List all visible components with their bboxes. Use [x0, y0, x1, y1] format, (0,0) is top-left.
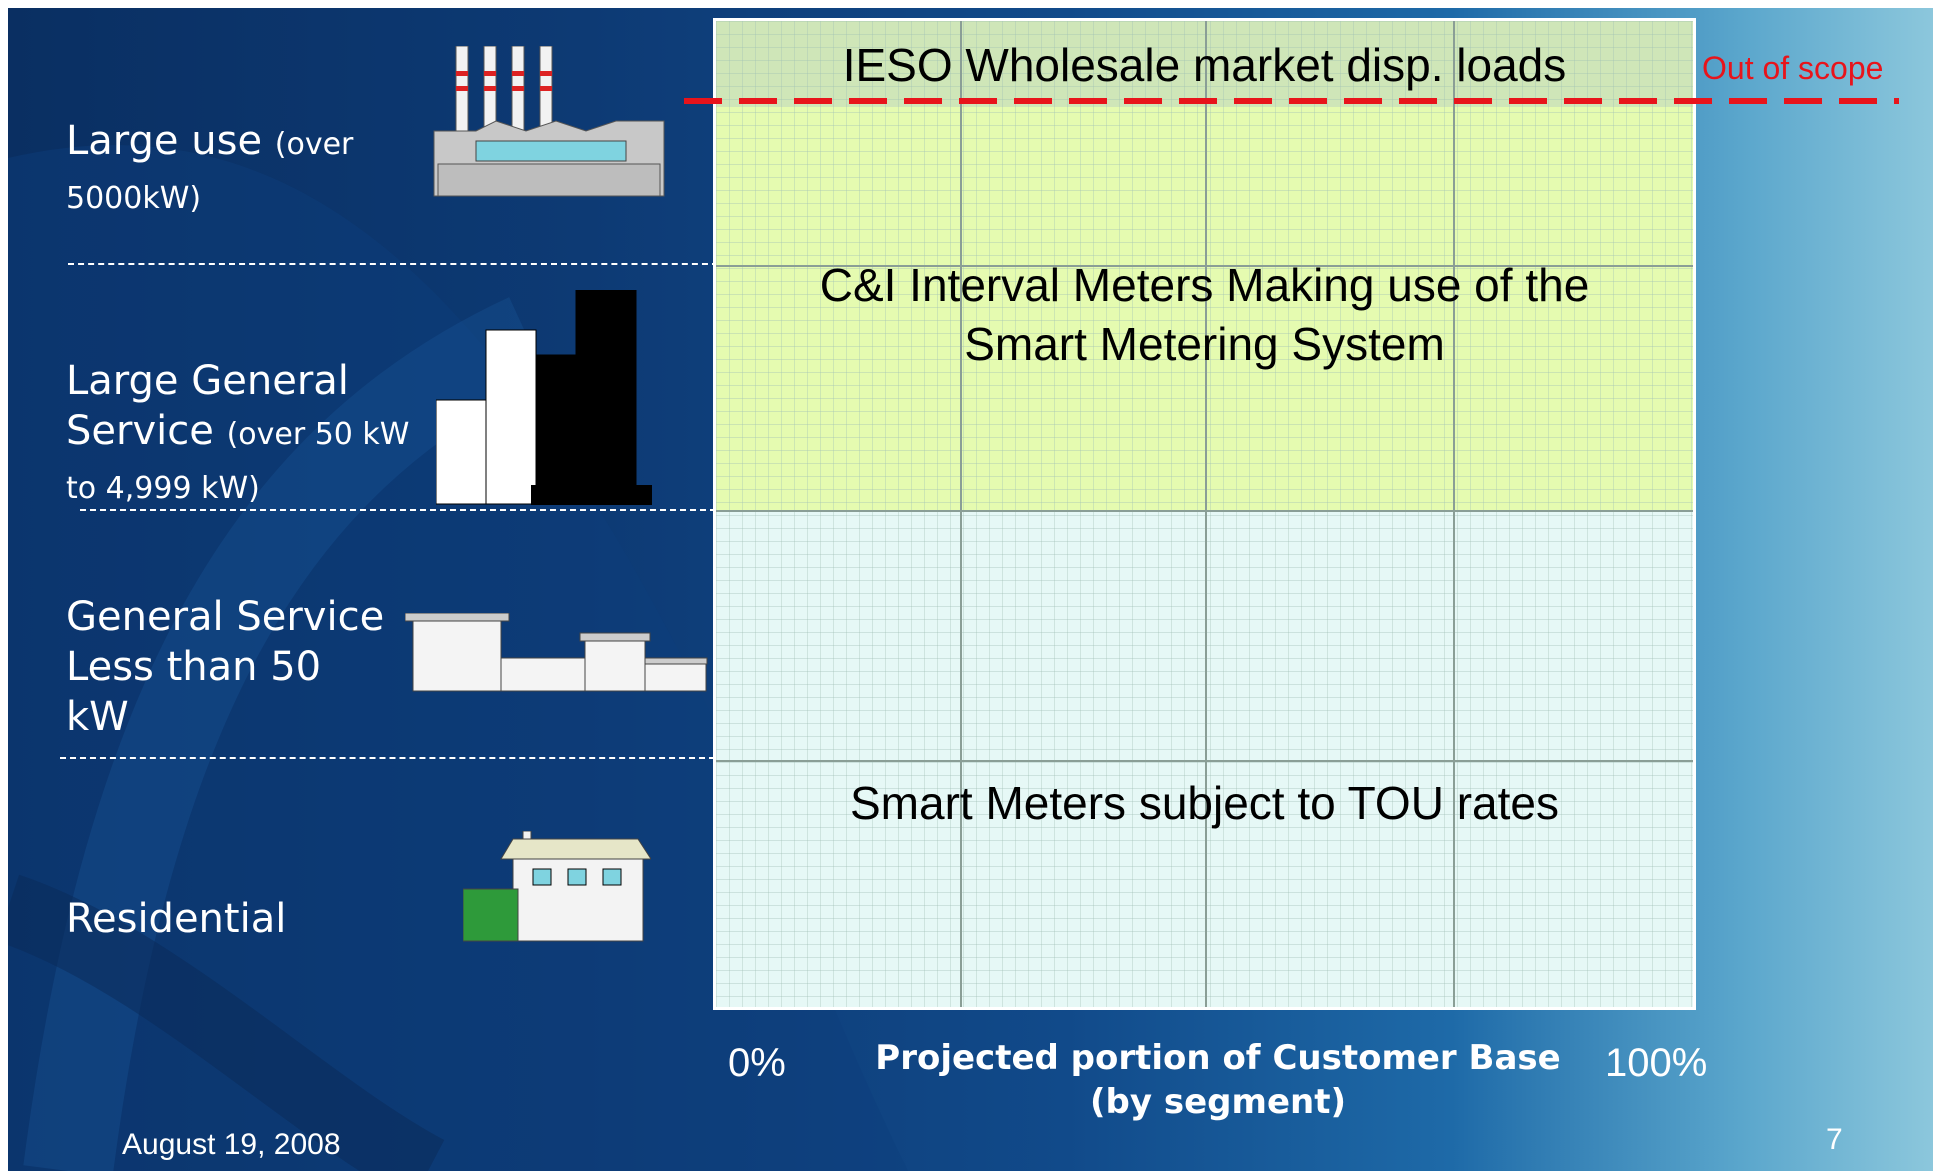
segment-grid: IESO Wholesale market disp. loads C&I In…	[713, 18, 1696, 1010]
slide: Large use (over 5000kW) Large General Se…	[8, 8, 1933, 1171]
segment-large-general-service: Large General Service (over 50 kW to 4,9…	[66, 356, 426, 514]
segment-detail: (over 5000kW)	[66, 127, 354, 216]
scope-boundary-line	[684, 98, 1899, 104]
segment-residential: Residential	[66, 894, 366, 944]
house-icon	[463, 831, 651, 942]
segment-name: General Service Less than 50 kW	[66, 594, 385, 740]
wholesale-label: IESO Wholesale market disp. loads	[842, 39, 1567, 91]
office-buildings-icon	[436, 290, 652, 505]
smart-meter-label: Smart Meters subject to TOU rates	[850, 777, 1559, 829]
axis-title-line2: (by segment)	[1090, 1082, 1346, 1122]
factory-icon	[433, 46, 665, 197]
segment-detail: (over 50 kW to 4,999 kW)	[66, 417, 410, 506]
out-of-scope-label: Out of scope	[1702, 50, 1884, 86]
segment-name: Residential	[66, 896, 287, 942]
divider-line	[68, 263, 718, 265]
commercial-building-icon	[405, 613, 708, 692]
interval-meter-label-line1: C&I Interval Meters Making use of the	[819, 259, 1590, 311]
segment-name: Large use	[66, 118, 263, 164]
divider-line	[60, 757, 715, 759]
segment-name: Large General Service	[66, 358, 349, 454]
page-number: 7	[1826, 1123, 1843, 1156]
divider-line	[80, 509, 716, 511]
segment-large-use: Large use (over 5000kW)	[66, 116, 396, 224]
segment-general-service: General Service Less than 50 kW	[66, 592, 396, 742]
interval-meter-label-line2: Smart Metering System	[964, 318, 1445, 370]
axis-title-line1: Projected portion of Customer Base	[875, 1038, 1561, 1078]
footer-date: August 19, 2008	[122, 1128, 341, 1161]
axis-max-label: 100%	[1605, 1041, 1708, 1085]
axis-min-label: 0%	[728, 1041, 786, 1085]
